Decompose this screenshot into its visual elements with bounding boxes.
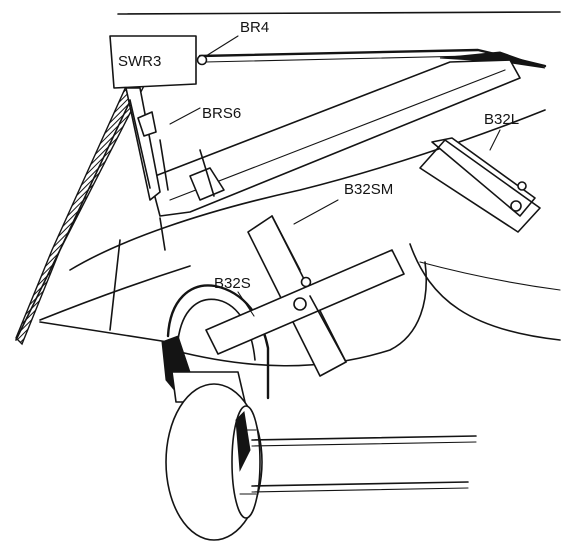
b32sm-leader [293,199,339,225]
b32sm-bar-front-2 [309,295,347,363]
rear-body-panel [419,261,561,291]
servo-body [109,35,197,89]
body-skirt [39,321,176,356]
b32s-label: B32S [214,275,251,292]
servo-arm [125,87,161,201]
axle-rods [251,435,477,493]
brs6-leader [169,107,201,125]
roof-rail [117,11,561,15]
servo-linkage [159,139,169,191]
strut-mid [159,217,166,251]
hub-detail [237,429,257,495]
brs6-assembly: BRS6 [169,105,241,201]
brs6-strut [189,167,225,201]
left-fender-edge [15,79,141,341]
b32l-hole [510,200,522,212]
cross-center-hole [293,297,307,311]
rear-wheel-arch [409,243,561,341]
tire-shade [235,410,251,472]
brs6-tab [199,149,215,197]
b32s-leader [237,291,255,317]
axle-rod-upper-2 [251,441,477,447]
servo-linkage-2 [129,99,151,189]
axle-rod-lower-2 [251,487,469,493]
b32sm-label: B32SM [344,181,393,198]
axle-rod-lower [251,481,469,487]
fairing-inner [169,69,506,201]
b32l-plate-outline [419,139,541,233]
brs6-label: BRS6 [202,105,241,122]
upper-rail-shadow [204,55,471,63]
cross-screw [300,276,312,288]
body-lower-sweep-2 [39,265,191,321]
fairing-panel [149,59,521,217]
br4-leader [205,35,239,57]
front-wheel [165,383,263,541]
strut-left [109,239,121,331]
axle-rod-upper [251,435,477,441]
b32-cross-bracket: B32SM B32S [205,181,405,377]
servo-horn [137,111,157,137]
b32l-leader [489,129,501,151]
body-bottom [171,261,428,367]
b32sm-bar-front [271,215,301,271]
body-lower-sweep [69,109,546,271]
swr3-label: SWR3 [118,53,161,70]
servo-assembly: SWR3 BR4 [109,19,269,201]
br4-label: BR4 [240,19,269,36]
b32l-screw [517,181,527,191]
b32l-label: B32L [484,111,519,128]
br4-screw [196,54,208,66]
b32l-bracket: B32L [419,111,541,233]
